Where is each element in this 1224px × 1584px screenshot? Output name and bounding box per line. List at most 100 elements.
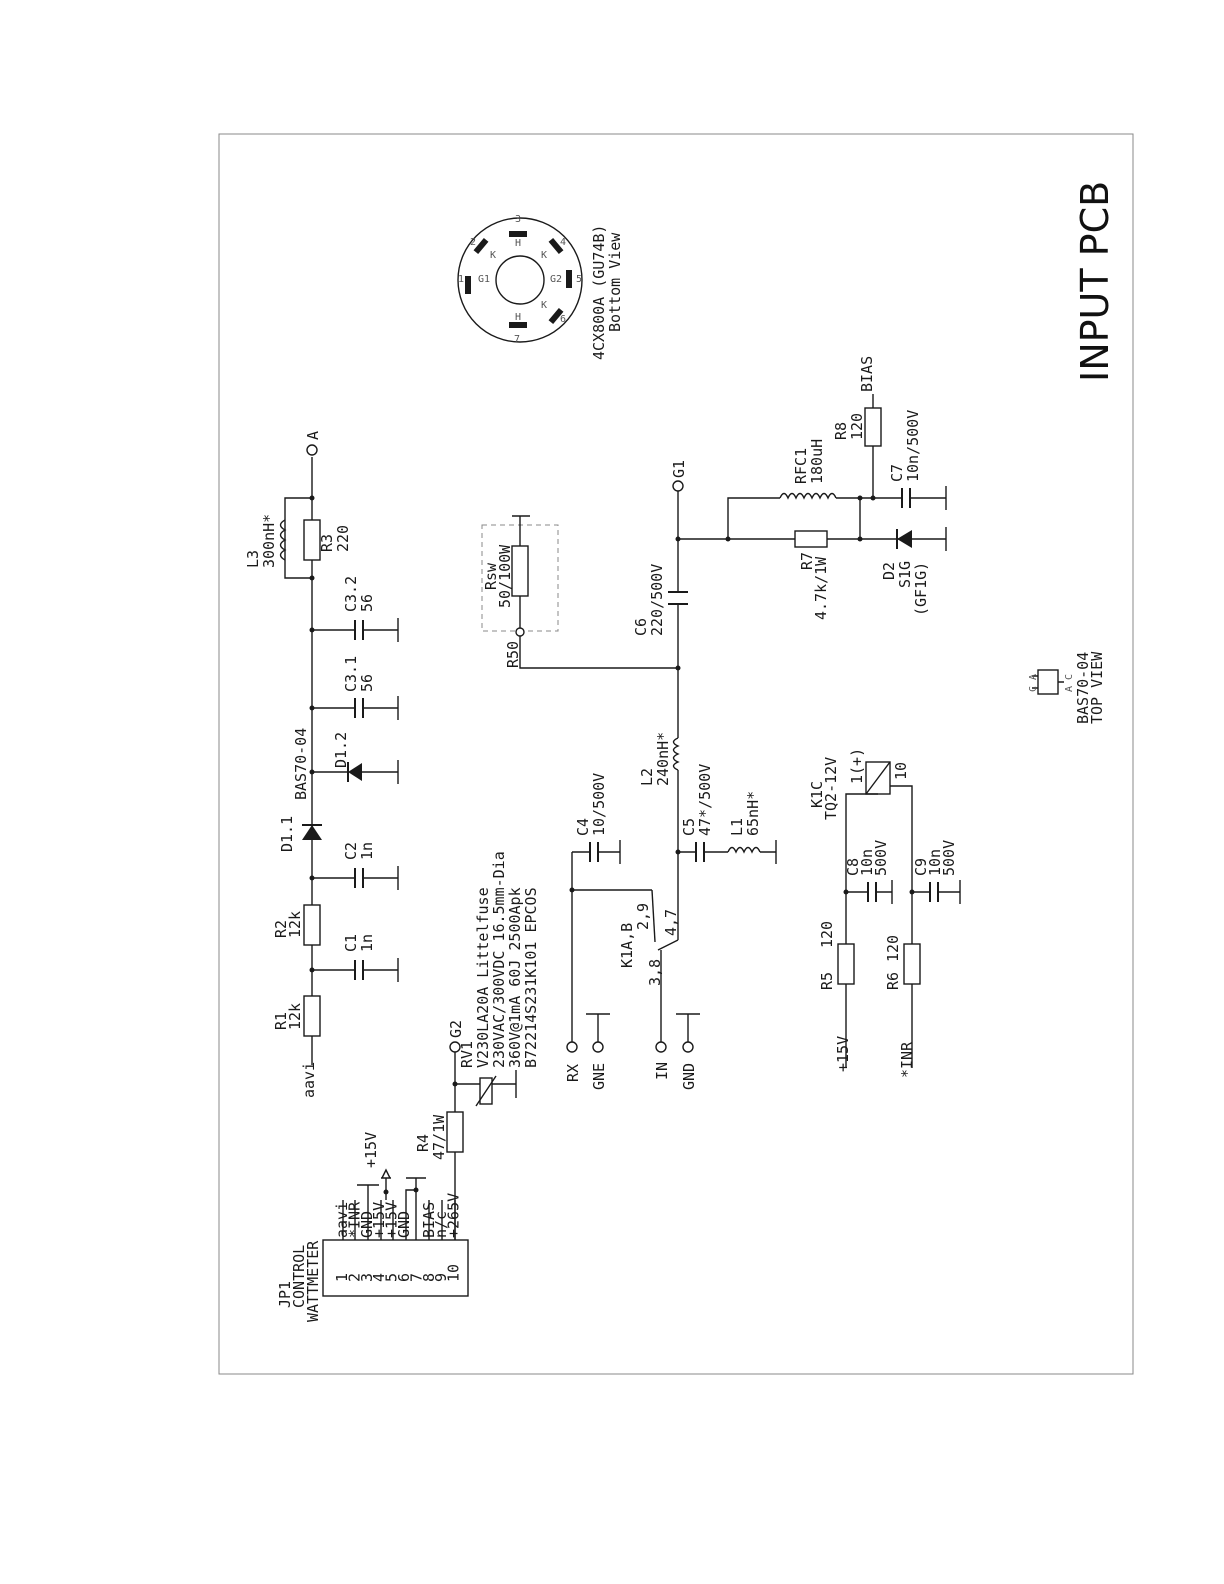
rsw-ref: Rsw <box>482 562 500 590</box>
tube-pin-1: 1 <box>458 274 464 285</box>
net-in: IN <box>653 1062 671 1080</box>
tube-pin-name-2: K <box>490 250 496 261</box>
rsw-body <box>511 545 529 597</box>
rv1-ref: RV1 <box>458 1041 476 1068</box>
r5-ref: R5 <box>818 972 836 990</box>
d1-1-ref: D1.1 <box>278 816 296 852</box>
bas70-package: C A A C BAS70-04 TOP VIEW <box>1028 651 1106 724</box>
r7-body <box>794 530 828 548</box>
jp1-pin-name: +15V <box>383 1202 401 1238</box>
sheet-title: INPUT PCB <box>1073 181 1117 382</box>
jp1-body <box>322 1239 469 1297</box>
d1-2-ref: D1.2 <box>332 732 350 768</box>
bas70-pins2: A C <box>1064 674 1075 692</box>
rfc1-ref: RFC1 <box>792 448 810 484</box>
c8-ref: C8 <box>844 858 862 876</box>
detector-chain: A L3 300nH* R3 220 C3.2 56 C3.1 56 D1.2 … <box>244 431 399 1098</box>
r50-ref: R50 <box>504 641 522 668</box>
c7-ref: C7 <box>888 464 906 482</box>
jp1-l2: CONTROL <box>290 1245 308 1308</box>
tube-pin-name-1: G1 <box>478 274 490 285</box>
d2-alt: (GF1G) <box>912 562 930 616</box>
net-g2: G2 <box>447 1020 465 1038</box>
tube-pin-name-3: H <box>515 238 521 249</box>
g2-supply: G2 R4 47/1W RV1 V230LA20A Littelfuse 230… <box>414 851 540 1240</box>
l1-val: 65nH* <box>744 791 762 836</box>
k1ab-pc: 3,8 <box>646 959 664 986</box>
r3-ref: R3 <box>318 534 336 552</box>
tube-pin-name-4: K <box>541 250 547 261</box>
rfc1-val: 180uH <box>808 439 826 484</box>
jp1-ref: JP1 <box>276 1281 294 1308</box>
c6-ref: C6 <box>632 618 650 636</box>
c8-v: 500V <box>872 840 890 876</box>
tube-pin-4: 4 <box>560 237 566 248</box>
jp1-connector: +15V JP1 CONTROL WATTMETER 1aavi2*INR3GN… <box>276 1132 469 1322</box>
c3-2-ref: C3.2 <box>342 576 360 612</box>
d1-1-val: BAS70-04 <box>292 728 310 800</box>
jp1-pin-number: 9 <box>432 1273 450 1282</box>
c2-ref: C2 <box>342 842 360 860</box>
l3-ref: L3 <box>244 550 262 568</box>
r4-body <box>446 1111 464 1153</box>
r8-ref: R8 <box>832 422 850 440</box>
r2-ref: R2 <box>272 920 290 938</box>
c4-ref: C4 <box>574 818 592 836</box>
rv1-l3: 360V@1mA 60J 2500Apk <box>506 887 524 1068</box>
net-gnd: GND <box>680 1063 698 1090</box>
jp1-pin-number: 4 <box>370 1273 388 1282</box>
jp1-pin-name: aavi <box>333 1202 351 1238</box>
k1c-ref: K1C <box>808 781 826 808</box>
l2-ref: L2 <box>638 768 656 786</box>
r7-ref: R7 <box>798 552 816 570</box>
r4-val: 47/1W <box>430 1114 448 1160</box>
r5-body <box>837 943 855 985</box>
l1-ref: L1 <box>728 818 746 836</box>
c6-val: 220/500V <box>648 564 666 636</box>
r6-val: 120 <box>884 935 902 962</box>
r8-val: 120 <box>848 413 866 440</box>
rsw-val: 50/100W <box>496 544 514 608</box>
tube-pin-name-7: H <box>515 312 521 323</box>
r1-body <box>303 995 321 1037</box>
r1-ref: R1 <box>272 1012 290 1030</box>
tube-pin-6: 6 <box>560 314 566 325</box>
k1ab-pa: 2,9 <box>634 903 652 930</box>
k1c-p1: 1(+) <box>848 748 866 784</box>
l3-val: 300nH* <box>260 514 278 568</box>
c5-ref: C5 <box>680 818 698 836</box>
jp1-pin-number: 2 <box>345 1273 363 1282</box>
rv1-l4: B72214S231K101 EPCOS <box>522 887 540 1068</box>
jp1-pin-number: 7 <box>407 1273 425 1282</box>
k1ab-ref: K1A,B <box>618 923 636 968</box>
r1-val: 12k <box>286 1003 304 1030</box>
r4-ref: R4 <box>414 1134 432 1152</box>
rv1-l1: V230LA20A Littelfuse <box>474 887 492 1068</box>
r6-body <box>903 943 921 985</box>
rv1-l2: 230VAC/300VDC 16.5mm-Dia <box>490 851 508 1068</box>
jp1-pin-name: GND <box>395 1211 413 1238</box>
r7-val: 4.7k/1W <box>812 556 830 620</box>
input-network: G1 C6 220/500V R7 4.7k/1W RFC1 180uH R8 … <box>564 356 947 1090</box>
tube-socket: 1 2 3 4 5 6 7 G1 K H K G2 K H 4CX800A (G… <box>457 214 624 360</box>
jp1-pin-number: 8 <box>420 1273 438 1282</box>
jp1-pin-number: 3 <box>358 1273 376 1282</box>
c3-2-val: 56 <box>358 594 376 612</box>
jp1-pin-name: *INR <box>345 1201 363 1238</box>
jp1-pin-name: GND <box>358 1211 376 1238</box>
tube-pin-name-6: K <box>541 300 547 311</box>
jp1-pin-name: +265V <box>445 1193 463 1238</box>
c4-val: 10/500V <box>590 773 608 836</box>
c7-val: 10n/500V <box>904 410 922 482</box>
net-bias: BIAS <box>858 356 876 392</box>
k1ab-pb: 4,7 <box>662 909 680 936</box>
l2-val: 240nH* <box>654 732 672 786</box>
c2-val: 1n <box>358 842 376 860</box>
k1c-val: TQ2-12V <box>822 757 840 820</box>
bas70-l2: TOP VIEW <box>1088 651 1106 724</box>
r5-val: 120 <box>818 921 836 948</box>
rsw-load: Rsw 50/100W R50 <box>481 515 678 669</box>
relay-coil: K1C TQ2-12V 1(+) 10 C8 10n 500V C9 10n 5… <box>808 748 961 1078</box>
net-inr: *INR <box>898 1041 916 1078</box>
